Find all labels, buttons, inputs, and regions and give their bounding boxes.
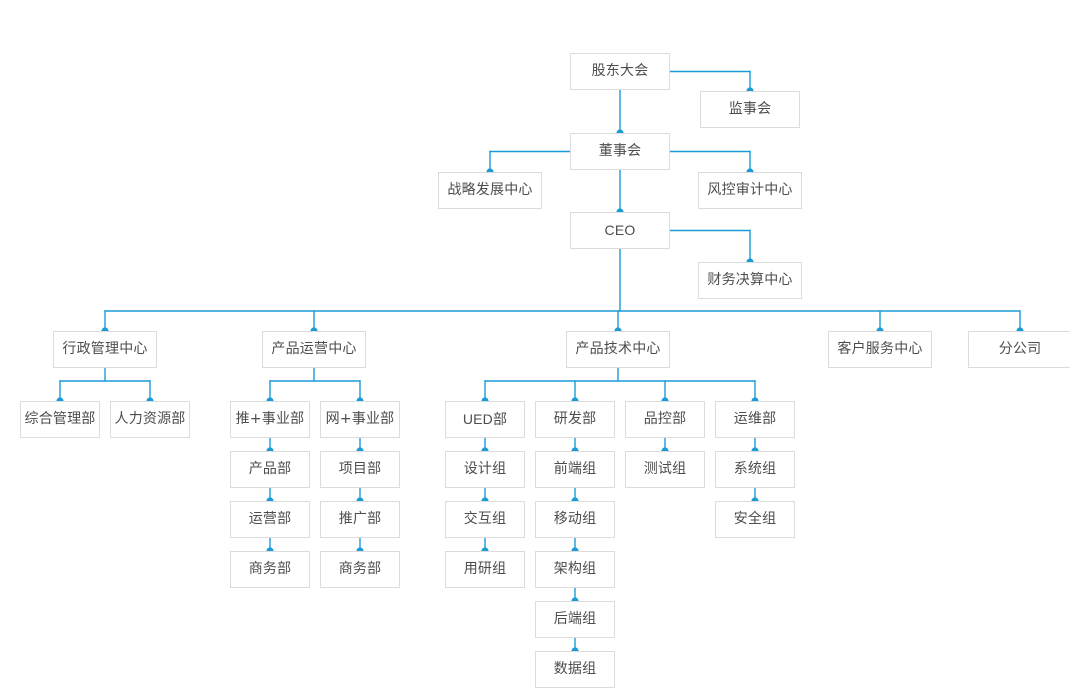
org-node-n5[interactable]: 风控审计中心 xyxy=(698,172,802,209)
org-node-n9[interactable]: 产品运营中心 xyxy=(262,331,366,368)
org-node-label: 安全组 xyxy=(733,510,777,527)
org-node-label: 战略发展中心 xyxy=(447,181,533,198)
org-node-n32[interactable]: 移动组 xyxy=(535,501,615,538)
org-node-n27[interactable]: 设计组 xyxy=(445,451,525,488)
org-node-label: 测试组 xyxy=(643,460,687,477)
org-node-n2[interactable]: 监事会 xyxy=(700,91,800,128)
org-node-n19[interactable]: 运营部 xyxy=(230,501,310,538)
org-node-n24[interactable]: 研发部 xyxy=(535,401,615,438)
org-node-label: 综合管理部 xyxy=(24,410,96,427)
org-node-label: 财务决算中心 xyxy=(707,271,793,288)
org-node-n20[interactable]: 推广部 xyxy=(320,501,400,538)
org-node-n1[interactable]: 股东大会 xyxy=(570,53,670,90)
org-node-n29[interactable]: 测试组 xyxy=(625,451,705,488)
org-node-n34[interactable]: 用研组 xyxy=(445,551,525,588)
org-node-n15[interactable]: 推+事业部 xyxy=(230,401,310,438)
org-node-n30[interactable]: 系统组 xyxy=(715,451,795,488)
org-node-label: 监事会 xyxy=(728,100,772,117)
org-node-label: 设计组 xyxy=(463,460,507,477)
org-node-label: CEO xyxy=(604,221,636,238)
org-node-label: 产品技术中心 xyxy=(575,340,661,357)
org-node-n14[interactable]: 人力资源部 xyxy=(110,401,190,438)
org-node-n11[interactable]: 客户服务中心 xyxy=(828,331,932,368)
org-node-n12[interactable]: 分公司 xyxy=(968,331,1070,368)
org-node-label: 项目部 xyxy=(338,460,382,477)
org-node-n36[interactable]: 后端组 xyxy=(535,601,615,638)
org-node-n21[interactable]: 商务部 xyxy=(230,551,310,588)
org-node-label: 产品部 xyxy=(248,460,292,477)
org-node-n10[interactable]: 产品技术中心 xyxy=(566,331,670,368)
org-node-label: 数据组 xyxy=(553,660,597,677)
org-node-n13[interactable]: 综合管理部 xyxy=(20,401,100,438)
org-node-label: 行政管理中心 xyxy=(62,340,148,357)
org-node-label: 推+事业部 xyxy=(235,410,305,427)
org-node-label: 商务部 xyxy=(338,560,382,577)
org-node-label: 分公司 xyxy=(998,340,1042,357)
org-node-label: 董事会 xyxy=(598,142,642,159)
org-node-label: 运营部 xyxy=(248,510,292,527)
org-node-label: 商务部 xyxy=(248,560,292,577)
org-node-n23[interactable]: UED部 xyxy=(445,401,525,438)
org-node-label: 产品运营中心 xyxy=(271,340,357,357)
org-node-n17[interactable]: 产品部 xyxy=(230,451,310,488)
org-node-n8[interactable]: 行政管理中心 xyxy=(53,331,157,368)
org-node-n16[interactable]: 网+事业部 xyxy=(320,401,400,438)
org-node-n7[interactable]: 财务决算中心 xyxy=(698,262,802,299)
org-node-n31[interactable]: 交互组 xyxy=(445,501,525,538)
org-node-n33[interactable]: 安全组 xyxy=(715,501,795,538)
org-node-n37[interactable]: 数据组 xyxy=(535,651,615,688)
org-node-label: 用研组 xyxy=(463,560,507,577)
org-node-label: 推广部 xyxy=(338,510,382,527)
org-node-label: 人力资源部 xyxy=(114,410,186,427)
org-node-label: 交互组 xyxy=(463,510,507,527)
org-node-label: 风控审计中心 xyxy=(707,181,793,198)
org-node-n3[interactable]: 董事会 xyxy=(570,133,670,170)
org-node-n18[interactable]: 项目部 xyxy=(320,451,400,488)
org-node-label: 移动组 xyxy=(553,510,597,527)
org-node-label: UED部 xyxy=(462,410,508,427)
org-node-label: 研发部 xyxy=(553,410,597,427)
org-node-label: 运维部 xyxy=(733,410,777,427)
org-node-label: 前端组 xyxy=(553,460,597,477)
org-node-label: 架构组 xyxy=(553,560,597,577)
org-node-label: 网+事业部 xyxy=(325,410,395,427)
org-node-n25[interactable]: 品控部 xyxy=(625,401,705,438)
org-node-n6[interactable]: CEO xyxy=(570,212,670,249)
org-node-label: 股东大会 xyxy=(591,62,649,79)
org-node-n35[interactable]: 架构组 xyxy=(535,551,615,588)
org-node-n28[interactable]: 前端组 xyxy=(535,451,615,488)
org-node-n26[interactable]: 运维部 xyxy=(715,401,795,438)
org-node-label: 后端组 xyxy=(553,610,597,627)
org-node-n22[interactable]: 商务部 xyxy=(320,551,400,588)
org-node-n4[interactable]: 战略发展中心 xyxy=(438,172,542,209)
org-node-label: 系统组 xyxy=(733,460,777,477)
org-node-label: 客户服务中心 xyxy=(837,340,923,357)
org-node-label: 品控部 xyxy=(643,410,687,427)
